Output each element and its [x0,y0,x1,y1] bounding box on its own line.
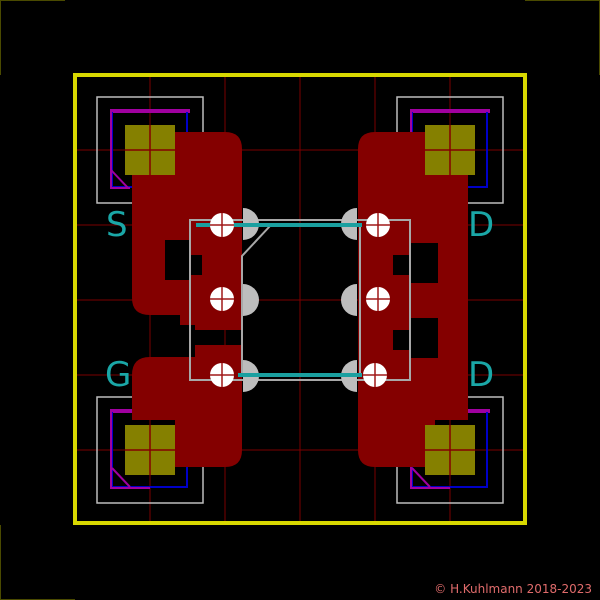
pin-label-gate: G [105,355,132,395]
source-copper [132,132,242,330]
pin-label-drain-top: D [468,205,495,245]
pin-label-source: S [106,205,128,245]
drill-holes [210,213,390,387]
board-outline [73,73,527,525]
copyright-text: © H.Kuhlmann 2018-2023 [434,582,592,596]
pin-label-drain-bottom: D [468,355,495,395]
